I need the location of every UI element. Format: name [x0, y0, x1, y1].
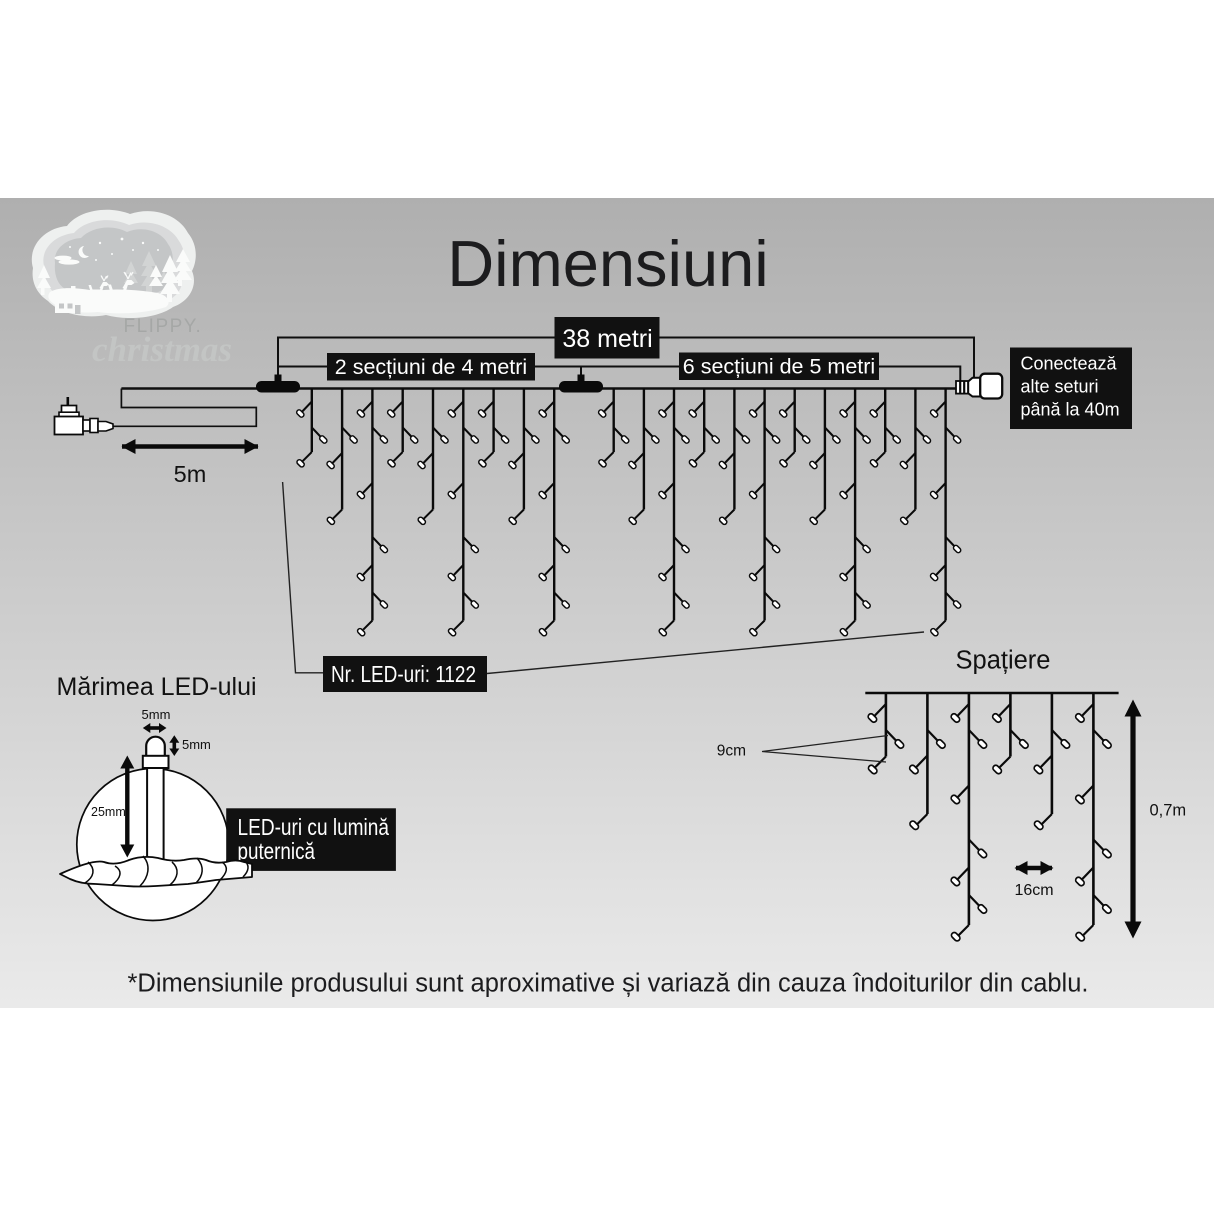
svg-text:LED-uri cu lumină: LED-uri cu lumină [238, 814, 390, 840]
svg-text:FLIPPY.: FLIPPY. [124, 316, 203, 337]
svg-text:Spațiere: Spațiere [956, 647, 1051, 675]
svg-text:Mărimea LED-ului: Mărimea LED-ului [57, 673, 257, 701]
svg-text:Conectează: Conectează [1021, 354, 1118, 374]
svg-text:Nr. LED-uri: 1122: Nr. LED-uri: 1122 [331, 661, 476, 687]
svg-text:16cm: 16cm [1014, 882, 1053, 899]
svg-text:puternică: puternică [238, 838, 316, 864]
svg-text:6 secțiuni de 5 metri: 6 secțiuni de 5 metri [683, 355, 875, 379]
svg-text:christmas: christmas [92, 330, 232, 369]
svg-text:alte seturi: alte seturi [1021, 377, 1099, 397]
svg-text:5mm: 5mm [182, 737, 211, 752]
svg-text:38 metri: 38 metri [562, 325, 652, 353]
svg-text:9cm: 9cm [717, 743, 746, 760]
svg-text:0,7m: 0,7m [1150, 802, 1187, 820]
svg-text:2 secțiuni de 4 metri: 2 secțiuni de 4 metri [335, 355, 527, 379]
svg-text:*Dimensiunile produsului sunt: *Dimensiunile produsului sunt aproximati… [128, 970, 1089, 998]
svg-text:până la 40m: până la 40m [1021, 400, 1120, 420]
svg-text:Dimensiuni: Dimensiuni [447, 227, 769, 300]
svg-text:25mm: 25mm [91, 805, 126, 819]
svg-text:5mm: 5mm [142, 707, 171, 722]
svg-text:5m: 5m [174, 461, 207, 487]
